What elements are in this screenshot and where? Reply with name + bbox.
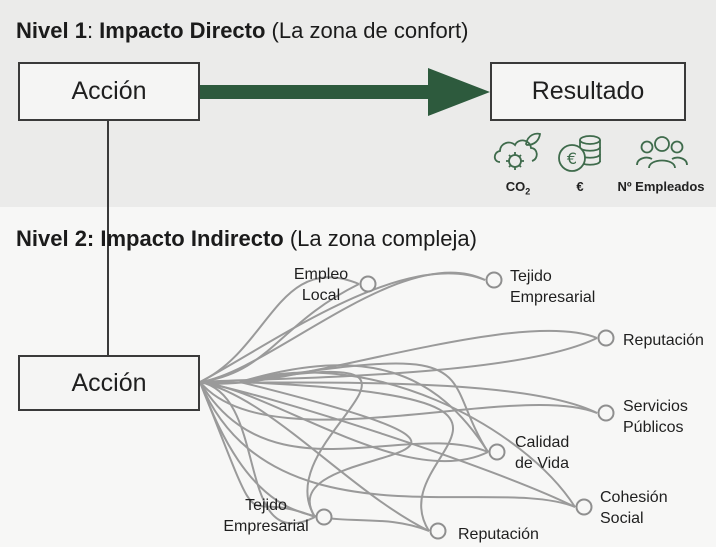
impact-curve-10	[199, 381, 576, 508]
node-tejido-empresarial-top-circle	[485, 271, 503, 289]
level1-heading: Nivel 1: Impacto Directo (La zona de con…	[16, 18, 468, 44]
node-reputacion-right-label: Reputación	[623, 332, 704, 349]
indirect-impact-nodes	[315, 271, 615, 540]
node-servicios-publicos-circle	[597, 404, 615, 422]
impact-curve-11	[199, 381, 576, 508]
impact-curve-3	[199, 272, 486, 383]
employees-label: Nº Empleados	[617, 179, 705, 194]
impact-curve-7	[199, 381, 598, 421]
co2-cloud-gear-icon	[490, 128, 542, 181]
impact-curve-1	[199, 276, 360, 383]
level1-heading-title: Impacto Directo	[99, 18, 266, 43]
impact-curve-12	[199, 381, 316, 525]
node-reputacion-right-circle	[597, 329, 615, 347]
level2-action-box: Acción	[18, 355, 200, 411]
employees-group-icon	[636, 132, 688, 179]
level1-heading-level: Nivel 1	[16, 18, 87, 43]
direct-arrow-head	[428, 68, 490, 116]
result-label: Resultado	[531, 77, 645, 105]
direct-arrow-shaft	[200, 85, 430, 99]
co2-label: CO2	[505, 179, 531, 197]
impact-curve-14	[199, 381, 430, 532]
indirect-impact-network	[199, 271, 598, 532]
impact-curve-21	[239, 362, 489, 453]
level1-heading-subtitle: (La zona de confort)	[265, 18, 469, 43]
svg-text:€: €	[567, 149, 577, 168]
node-reputacion-bottom-circle	[429, 522, 447, 540]
node-calidad-de-vida-circle	[488, 443, 506, 461]
node-cohesion-social-circle	[575, 498, 593, 516]
impact-curve-15	[199, 381, 430, 532]
euro-label: €	[576, 179, 584, 194]
impact-curve-19	[239, 381, 413, 518]
level2-action-label: Acción	[71, 368, 147, 397]
node-reputacion-bottom-label: Reputación	[458, 526, 539, 543]
node-empleo-local-circle	[359, 275, 377, 293]
node-tejido-empresarial-bottom-circle	[315, 508, 333, 526]
level1-heading-colon: :	[86, 18, 100, 43]
level1-action-label: Acción	[71, 77, 147, 105]
impact-curve-18	[239, 381, 454, 532]
level2-heading-subtitle: (La zona compleja)	[283, 226, 477, 251]
level2-heading-title: Nivel 2: Impacto Indirecto	[16, 226, 284, 251]
impact-curve-13	[199, 381, 316, 518]
euro-coins-icon: €	[556, 130, 604, 181]
level2-heading: Nivel 2: Impacto Indirecto (La zona comp…	[16, 226, 477, 252]
impact-curve-16	[239, 364, 489, 453]
impact-curve-6	[199, 381, 598, 414]
impact-curve-0	[199, 283, 360, 383]
result-box: Resultado	[490, 62, 686, 121]
level1-action-box: Acción	[18, 62, 200, 121]
impact-curve-9	[199, 381, 489, 453]
